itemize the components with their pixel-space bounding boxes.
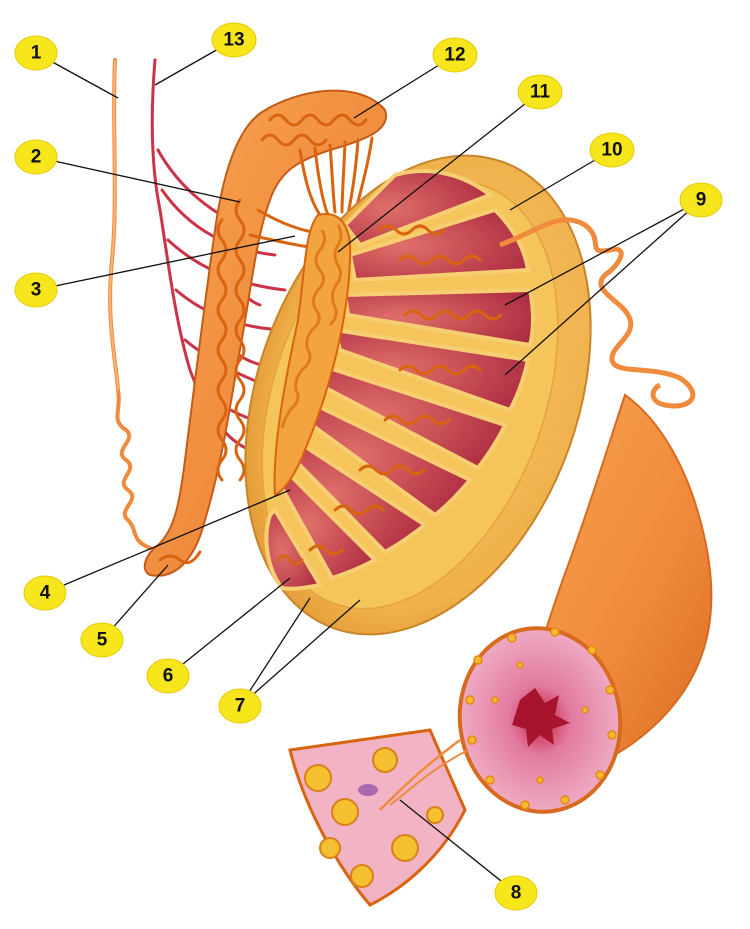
svg-text:6: 6: [163, 666, 174, 687]
svg-text:2: 2: [31, 147, 42, 168]
testis: [244, 154, 592, 636]
rete-testis: [273, 213, 352, 497]
label-1: 1: [14, 35, 58, 71]
label-2: 2: [14, 139, 58, 175]
svg-text:5: 5: [97, 630, 108, 651]
ductus-deferens: [108, 58, 152, 550]
svg-text:11: 11: [530, 82, 551, 103]
svg-text:7: 7: [235, 696, 246, 717]
svg-text:1: 1: [31, 43, 42, 64]
svg-text:3: 3: [31, 280, 42, 301]
seminiferous-tubule-enlarged: [457, 217, 713, 814]
svg-text:10: 10: [601, 140, 622, 161]
label-12: 12: [432, 37, 478, 73]
label-10: 10: [589, 132, 635, 168]
label-8: 8: [494, 875, 538, 911]
label-9: 9: [679, 182, 723, 218]
label-11: 11: [517, 74, 563, 110]
epididymis: [143, 89, 388, 577]
svg-text:12: 12: [444, 45, 465, 66]
svg-text:9: 9: [696, 190, 707, 211]
label-13: 13: [211, 22, 257, 58]
label-5: 5: [80, 622, 124, 658]
tubule-wall-section: [288, 728, 469, 907]
label-4: 4: [23, 575, 67, 611]
seminiferous-tubules: [276, 224, 503, 566]
spermatogonia-cells: [465, 627, 617, 810]
label-7: 7: [218, 688, 262, 724]
svg-text:8: 8: [511, 883, 522, 904]
label-badges: 1 2 3 4 5 6 7 8: [14, 22, 723, 911]
label-3: 3: [14, 272, 58, 308]
svg-text:4: 4: [40, 583, 51, 604]
label-6: 6: [146, 658, 190, 694]
svg-text:13: 13: [223, 30, 244, 51]
